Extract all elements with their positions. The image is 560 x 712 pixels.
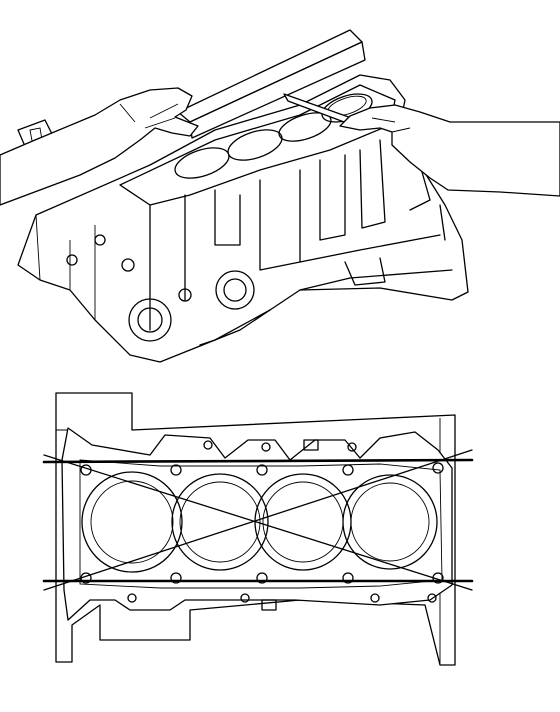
block-outline [56,393,455,665]
measure-line-top [44,460,472,462]
cylinder-1 [82,472,182,572]
cylinder-bores [82,472,437,572]
bore-3 [276,107,335,147]
bolt-holes [81,441,443,602]
engine-block-outline [18,75,468,362]
measure-line-diagonal-1 [44,455,472,590]
right-hand [340,105,560,196]
measurement-lines [44,450,472,590]
bore-2 [224,124,285,166]
top-view [44,393,472,665]
cylinder-4 [343,475,437,569]
deck-face-outline [62,428,452,620]
left-hand [0,88,198,205]
cylinder-2 [172,474,268,570]
measure-line-diagonal-2 [44,450,472,590]
perspective-view [0,30,560,362]
